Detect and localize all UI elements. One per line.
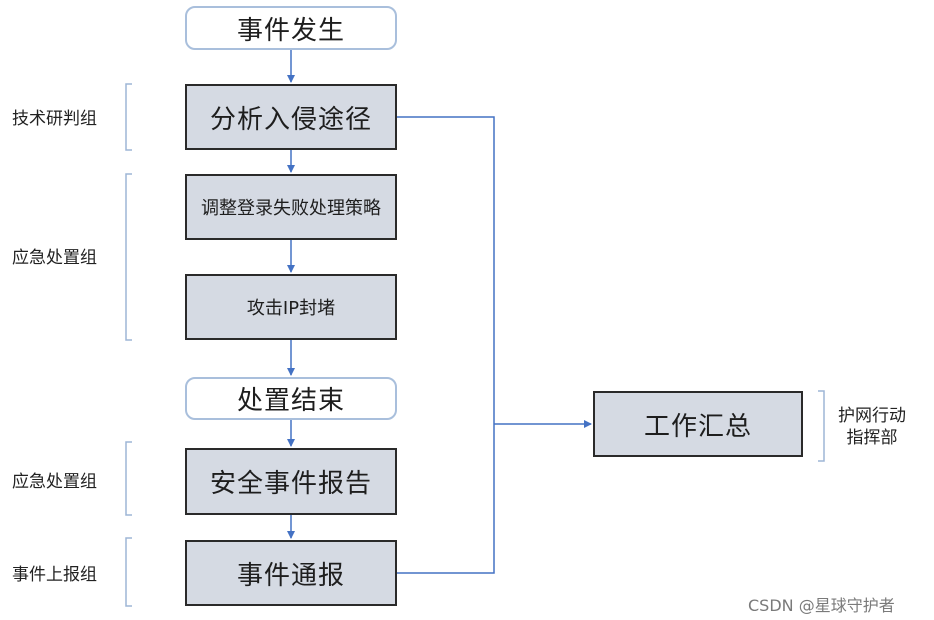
bracket-emergency-2 <box>125 441 132 516</box>
connector-analyze-to-bus <box>397 116 495 424</box>
bracket-tech <box>125 83 132 151</box>
group-label-reporting: 事件上报组 <box>12 565 97 585</box>
node-block: 攻击IP封堵 <box>185 274 397 340</box>
group-label-emergency-2: 应急处置组 <box>12 472 97 492</box>
command-label-line2: 指挥部 <box>846 428 898 448</box>
group-label-emergency-1: 应急处置组 <box>12 248 97 268</box>
group-label-tech: 技术研判组 <box>12 109 97 129</box>
group-label-command: 护网行动 指挥部 <box>838 405 906 449</box>
node-report: 安全事件报告 <box>185 448 397 515</box>
node-adjust: 调整登录失败处理策略 <box>185 174 397 240</box>
bracket-emergency-1 <box>125 173 132 341</box>
node-notify: 事件通报 <box>185 540 397 606</box>
bracket-reporting <box>125 537 132 607</box>
node-analyze: 分析入侵途径 <box>185 84 397 150</box>
connector-notify-to-bus <box>397 424 495 574</box>
watermark: CSDN @星球守护者 <box>748 596 895 615</box>
node-start: 事件发生 <box>185 6 397 50</box>
command-label-line1: 护网行动 <box>838 406 906 426</box>
node-summary: 工作汇总 <box>593 391 803 457</box>
node-end: 处置结束 <box>185 377 397 420</box>
bracket-command <box>818 390 825 462</box>
